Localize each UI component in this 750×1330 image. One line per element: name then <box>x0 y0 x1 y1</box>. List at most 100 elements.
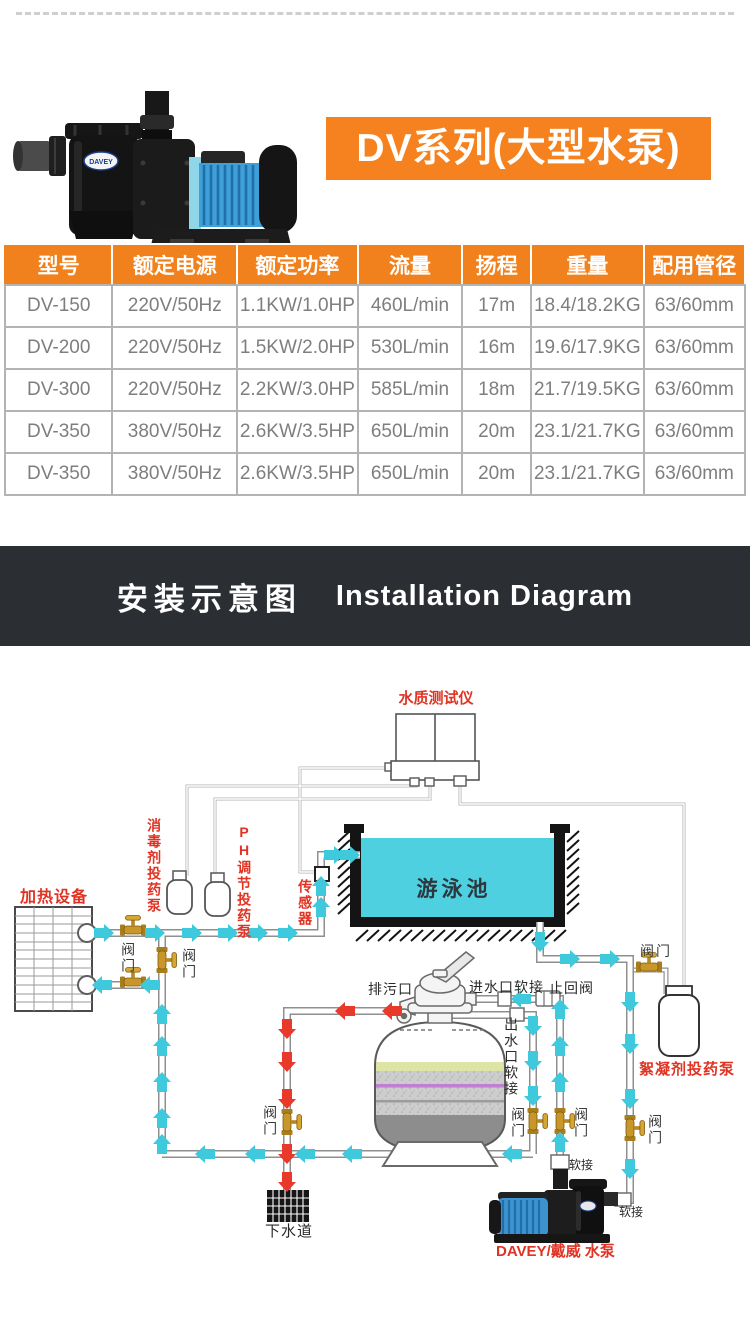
cell-power-supply: 380V/50Hz <box>111 410 239 454</box>
cell-power-supply: 220V/50Hz <box>111 326 239 370</box>
cell-flow: 530L/min <box>356 326 464 370</box>
cell-flow: 650L/min <box>356 410 464 454</box>
cell-head: 16m <box>461 326 533 370</box>
cell-pipe-size: 63/60mm <box>642 368 747 412</box>
cell-model: DV-200 <box>3 326 114 370</box>
cell-weight: 23.1/21.7KG <box>530 410 645 454</box>
label-chlorine-dosing-pump: 消毒剂投药泵 <box>146 818 163 914</box>
label-pool: 游泳池 <box>416 878 492 901</box>
cell-model: DV-350 <box>3 452 114 496</box>
label-check-valve: 止回阀 <box>549 980 594 996</box>
cell-head: 20m <box>461 452 533 496</box>
table-row: DV-300 220V/50Hz 2.2KW/3.0HP 585L/min 18… <box>3 368 747 412</box>
spec-header-row: 型号 额定电源 额定功率 流量 扬程 重量 配用管径 <box>3 243 747 286</box>
label-valve: 阀门 <box>120 942 137 974</box>
pump-strainer-pot: DAVEY <box>65 123 143 239</box>
swimming-pool <box>337 824 580 942</box>
cell-pipe-size: 63/60mm <box>642 452 747 496</box>
chlorine-dosing-bottle <box>166 870 193 915</box>
cell-flow: 585L/min <box>356 368 464 412</box>
pump-motor <box>189 145 297 233</box>
cell-flow: 460L/min <box>356 284 464 328</box>
cell-rated-power: 2.6KW/3.5HP <box>236 410 359 454</box>
svg-text:DAVEY: DAVEY <box>89 159 113 166</box>
cell-rated-power: 1.5KW/2.0HP <box>236 326 359 370</box>
col-header-power-supply: 额定电源 <box>111 243 239 286</box>
flocculant-dosing-bottle <box>658 985 700 1057</box>
product-pump-photo: DAVEY <box>13 91 297 243</box>
sand-filter-tank <box>374 1020 506 1154</box>
hero-section: DAVEY <box>0 15 750 243</box>
col-header-pipe-size: 配用管径 <box>642 243 747 286</box>
outlet-soft-joint-fitting <box>509 1007 525 1022</box>
water-tester-unit <box>384 713 480 787</box>
label-valve: 阀门 <box>640 943 672 959</box>
circulation-pump <box>489 1169 618 1243</box>
ph-dosing-bottle <box>204 872 231 917</box>
section-title-en: Installation Diagram <box>335 579 634 612</box>
col-header-rated-power: 额定功率 <box>236 243 359 286</box>
heater-port-top <box>77 923 97 943</box>
check-valve-fitting <box>535 990 561 1007</box>
pump-volute-body <box>133 139 195 239</box>
cell-pipe-size: 63/60mm <box>642 284 747 328</box>
label-drain-outlet: 排污口 <box>368 981 413 997</box>
label-soft-joint: 软接 <box>569 1158 594 1172</box>
label-sewer: 下水道 <box>265 1223 314 1240</box>
cell-model: DV-300 <box>3 368 114 412</box>
cell-rated-power: 1.1KW/1.0HP <box>236 284 359 328</box>
whitespace-gap <box>0 496 750 546</box>
cell-rated-power: 2.2KW/3.0HP <box>236 368 359 412</box>
cell-model: DV-150 <box>3 284 114 328</box>
pool-water <box>361 838 554 920</box>
label-valve: 阀门 <box>647 1114 664 1146</box>
cell-power-supply: 220V/50Hz <box>111 368 239 412</box>
table-row: DV-150 220V/50Hz 1.1KW/1.0HP 460L/min 17… <box>3 284 747 328</box>
table-row: DV-200 220V/50Hz 1.5KW/2.0HP 530L/min 16… <box>3 326 747 370</box>
diagram-canvas <box>14 713 700 1243</box>
filter-pedestal <box>381 1141 499 1167</box>
label-sensor: 传感器 <box>297 879 314 927</box>
cell-power-supply: 220V/50Hz <box>111 284 239 328</box>
label-flocculant-dosing-pump: 絮凝剂投药泵 <box>639 1061 736 1078</box>
cell-weight: 23.1/21.7KG <box>530 452 645 496</box>
sewer-grate <box>267 1190 309 1222</box>
label-pump-caption: DAVEY/戴威 水泵 <box>496 1243 615 1260</box>
pump-inlet-stub <box>13 136 66 176</box>
cell-head: 17m <box>461 284 533 328</box>
cell-head: 18m <box>461 368 533 412</box>
label-heater: 加热设备 <box>20 889 89 906</box>
table-row: DV-350 380V/50Hz 2.6KW/3.5HP 650L/min 20… <box>3 410 747 454</box>
label-valve: 阀门 <box>573 1107 590 1139</box>
pump-inlet-soft-joint <box>550 1154 570 1170</box>
cell-flow: 650L/min <box>356 452 464 496</box>
cell-rated-power: 2.6KW/3.5HP <box>236 452 359 496</box>
cell-head: 20m <box>461 410 533 454</box>
installation-section-banner: 安装示意图 Installation Diagram <box>0 546 750 646</box>
label-inlet-soft-joint: 进水口软接 <box>469 979 544 995</box>
cell-weight: 19.6/17.9KG <box>530 326 645 370</box>
cell-power-supply: 380V/50Hz <box>111 452 239 496</box>
col-header-weight: 重量 <box>530 243 645 286</box>
table-row: DV-350 380V/50Hz 2.6KW/3.5HP 650L/min 20… <box>3 452 747 496</box>
label-outlet-soft-joint: 出水口软接 <box>503 1017 520 1097</box>
col-header-model: 型号 <box>3 243 114 286</box>
cell-model: DV-350 <box>3 410 114 454</box>
cell-weight: 18.4/18.2KG <box>530 284 645 328</box>
cell-weight: 21.7/19.5KG <box>530 368 645 412</box>
label-ph-dosing-pump: PH调节投药泵 <box>236 824 253 940</box>
spec-table: 型号 额定电源 额定功率 流量 扬程 重量 配用管径 DV-150 220V/5… <box>3 243 747 496</box>
cell-pipe-size: 63/60mm <box>642 326 747 370</box>
cell-pipe-size: 63/60mm <box>642 410 747 454</box>
heater-radiator <box>14 906 97 1012</box>
installation-diagram: 水质测试仪 加热设备 消毒剂投药泵 PH调节投药泵 传感器 游泳池 阀门 阀门 … <box>0 646 750 1330</box>
filter-multiport-valve <box>396 951 477 1024</box>
top-dashed-divider <box>16 12 734 15</box>
pump-top-pipe <box>140 91 174 142</box>
col-header-head: 扬程 <box>461 243 533 286</box>
label-valve: 阀门 <box>510 1107 527 1139</box>
label-valve: 阀门 <box>181 948 198 980</box>
label-valve: 阀门 <box>262 1105 279 1137</box>
label-water-tester: 水质测试仪 <box>398 690 474 707</box>
